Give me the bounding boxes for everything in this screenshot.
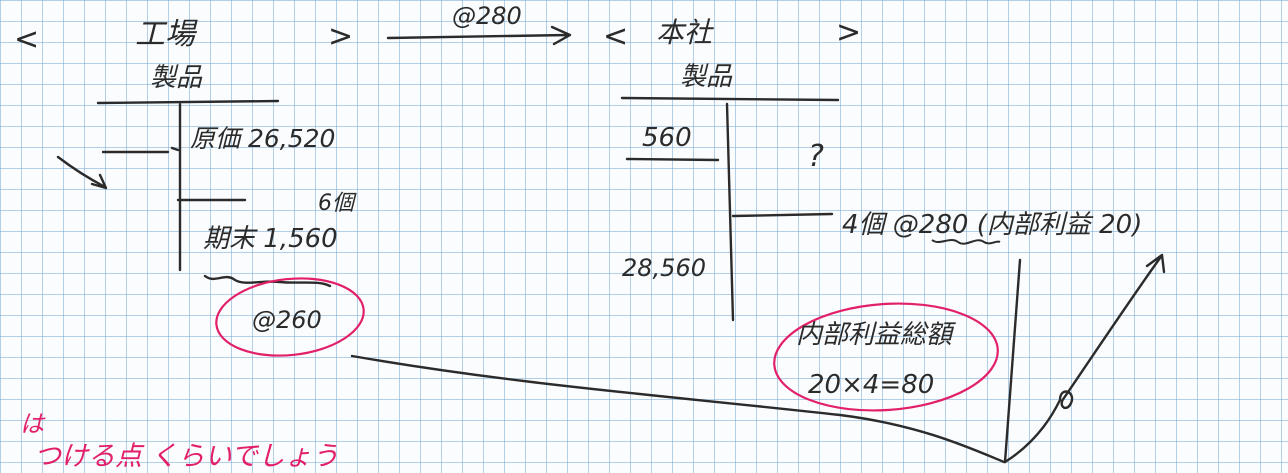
bubble-line-2: 20×4=80 <box>808 370 935 400</box>
left-account-name: 製品 <box>150 63 203 93</box>
head-office-title: 本社 <box>656 16 713 49</box>
factory-title: 工場 <box>135 17 195 52</box>
note-line-1: は <box>20 410 44 438</box>
link-curve-arrow <box>1003 253 1166 464</box>
connector-line <box>350 354 1006 464</box>
right-divider-top <box>625 157 720 162</box>
right-credit-row: 4個 @280 (内部利益 20) <box>842 210 1143 240</box>
right-bracket-close: > <box>836 15 862 50</box>
note-line-2: つける点 くらいでしょう <box>34 441 339 472</box>
left-t-account <box>96 99 280 272</box>
bubble-line-1: 内部利益総額 <box>796 320 953 350</box>
left-wavy-underline <box>203 274 332 288</box>
left-bracket-close: > <box>328 19 354 54</box>
right-debit-top: 560 <box>642 123 692 153</box>
circled-unit-cost: @260 <box>252 306 322 334</box>
left-extra-qty: 6個 <box>318 191 354 216</box>
transfer-price: @280 <box>452 2 522 30</box>
circled-unit-ring <box>215 277 365 357</box>
link-vertical <box>1003 258 1022 464</box>
bubble-ring <box>773 302 999 412</box>
left-bracket-open: < <box>14 22 40 57</box>
left-row-ending: 期末 1,560 <box>203 224 338 254</box>
right-account-name: 製品 <box>680 62 733 92</box>
right-bracket-open: < <box>603 19 629 54</box>
right-credit-line <box>731 212 834 218</box>
left-incoming-arrow <box>56 146 180 190</box>
transfer-arrow <box>386 25 572 46</box>
right-t-account <box>620 96 840 322</box>
right-question: ? <box>808 139 824 174</box>
right-debit-bottom: 28,560 <box>622 254 706 282</box>
left-row-cost: 原価 26,520 <box>190 124 336 153</box>
rate-underline <box>931 239 1001 245</box>
